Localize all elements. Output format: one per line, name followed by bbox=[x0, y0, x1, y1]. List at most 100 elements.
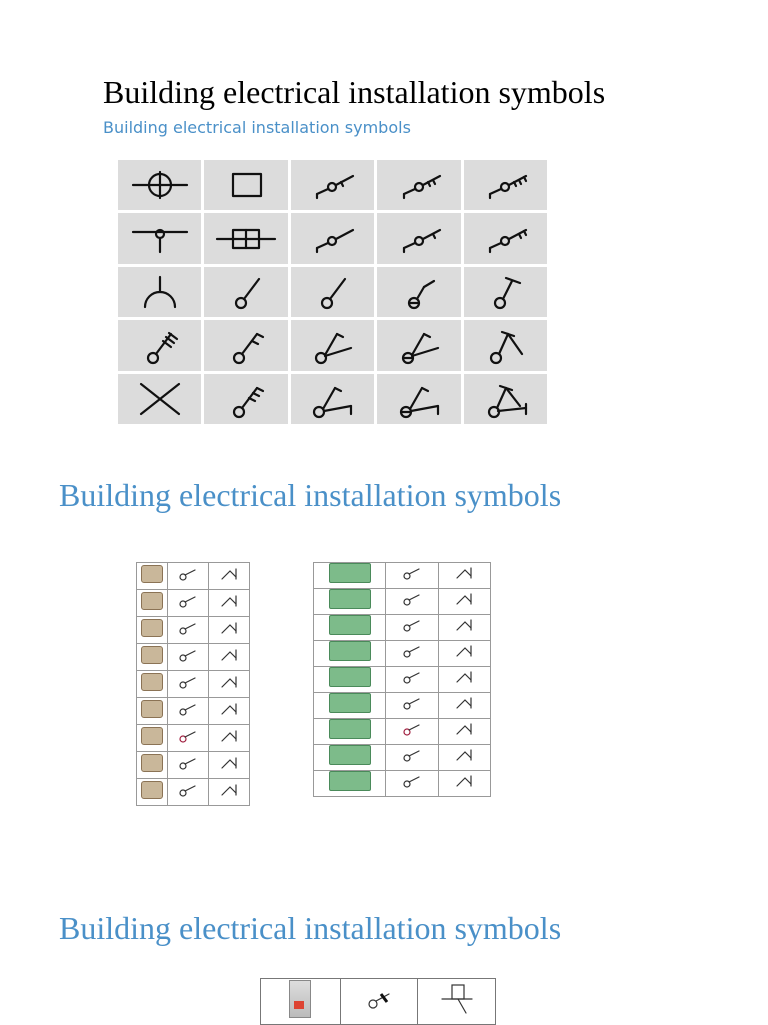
switch-photo-cell bbox=[136, 751, 168, 779]
grid-cell bbox=[118, 373, 202, 424]
wiring-symbol-cell bbox=[437, 770, 492, 797]
switch-symbol-cell bbox=[385, 770, 439, 797]
breaker-table bbox=[260, 978, 496, 1025]
circuit-breaker-image bbox=[289, 980, 311, 1018]
table-row bbox=[136, 589, 251, 617]
switch-photo bbox=[328, 563, 371, 583]
switch-symbol bbox=[179, 784, 196, 797]
wiring-symbol-cell bbox=[437, 718, 492, 745]
table-row bbox=[312, 666, 492, 693]
switch-photo-cell bbox=[136, 616, 168, 644]
wiring-symbol-cell bbox=[207, 643, 251, 671]
table-row bbox=[136, 724, 251, 752]
switch-symbol bbox=[403, 750, 420, 762]
switch-photo-cell bbox=[312, 640, 387, 667]
wiring-symbol bbox=[456, 671, 472, 683]
switch-photo bbox=[140, 618, 163, 637]
switch-symbol-cell bbox=[166, 562, 209, 590]
switch-symbol-cell bbox=[166, 670, 209, 698]
switch-symbol-cell bbox=[166, 751, 209, 779]
wiring-symbol-cell bbox=[207, 751, 251, 779]
switch-symbol-cell bbox=[166, 589, 209, 617]
grid-cell bbox=[290, 320, 375, 371]
switch-symbol bbox=[403, 672, 420, 684]
switch-simple-symbol bbox=[321, 277, 347, 310]
wiring-symbol-cell bbox=[207, 778, 251, 806]
switch-1pole-symbol bbox=[316, 175, 355, 200]
table-row bbox=[136, 616, 251, 644]
switch-symbol bbox=[403, 620, 420, 632]
wiring-symbol-cell bbox=[207, 670, 251, 698]
grid-cell bbox=[118, 266, 202, 318]
switch-symbol bbox=[179, 649, 196, 662]
switch-photo bbox=[328, 641, 371, 661]
switch-symbol bbox=[403, 594, 420, 606]
switch-photo bbox=[328, 719, 371, 739]
switch-symbol bbox=[179, 703, 196, 716]
switch-symbol-cell bbox=[385, 562, 439, 589]
grid-cell bbox=[377, 213, 461, 264]
lamp-circle-cross-symbol bbox=[131, 171, 188, 200]
switch-photo-cell bbox=[136, 724, 168, 752]
table-row bbox=[312, 744, 492, 771]
switch-photo bbox=[140, 645, 163, 664]
switch-symbol-cell bbox=[385, 640, 439, 667]
socket-hatched-symbol bbox=[146, 332, 178, 365]
switch-photo bbox=[140, 591, 163, 610]
grid-cell bbox=[290, 266, 375, 318]
switch-photo bbox=[328, 589, 371, 609]
switch-symbol bbox=[179, 595, 196, 608]
grid-cell bbox=[463, 373, 547, 424]
table-row bbox=[312, 640, 492, 667]
table-row bbox=[312, 562, 492, 589]
switch-1pole-symbol bbox=[316, 228, 355, 253]
switch-photo-cell bbox=[136, 697, 168, 725]
breaker-schematic-symbol bbox=[440, 984, 473, 1014]
grid-cell bbox=[290, 213, 375, 264]
switch-symbol bbox=[403, 568, 420, 580]
switch-two-way-symbol bbox=[315, 333, 353, 365]
switch-photo-cell bbox=[312, 718, 387, 745]
breaker-symbol bbox=[368, 993, 390, 1009]
grid-cell bbox=[463, 213, 547, 264]
switch-multi-symbol bbox=[313, 386, 353, 418]
switch-symbol bbox=[179, 622, 196, 635]
table-cell bbox=[260, 978, 341, 1025]
switch-photo-cell bbox=[136, 670, 168, 698]
grid-cell bbox=[204, 266, 288, 318]
switch-photo-cell bbox=[136, 643, 168, 671]
switch-3pole-symbol bbox=[489, 175, 528, 200]
wiring-symbol bbox=[221, 675, 237, 688]
grid-cell bbox=[290, 373, 375, 424]
table-cell bbox=[339, 978, 419, 1025]
grid-cell bbox=[377, 266, 461, 318]
table-row bbox=[312, 692, 492, 719]
grid-cell bbox=[204, 373, 288, 424]
wiring-symbol bbox=[456, 749, 472, 761]
switch-2pole-symbol bbox=[402, 228, 441, 253]
wiring-symbol bbox=[456, 593, 472, 605]
wiring-symbol bbox=[221, 702, 237, 715]
switch-photo-cell bbox=[312, 666, 387, 693]
wiring-symbol-cell bbox=[207, 724, 251, 752]
page-title: Building electrical installation symbols bbox=[103, 74, 606, 110]
table-row bbox=[312, 718, 492, 745]
symbol-grid bbox=[118, 160, 547, 424]
switch-3pole-symbol bbox=[489, 228, 528, 253]
wiring-symbol bbox=[221, 756, 237, 769]
switch-symbol-cell bbox=[385, 614, 439, 641]
wiring-symbol-cell bbox=[207, 562, 251, 590]
page-subtitle-link[interactable]: Building electrical installation symbols bbox=[103, 118, 411, 137]
section-heading: Building electrical installation symbols bbox=[59, 477, 562, 513]
switch-symbol-cell bbox=[385, 692, 439, 719]
grid-cell bbox=[204, 213, 288, 264]
switch-symbol-cell bbox=[385, 718, 439, 745]
switch-2pole-symbol bbox=[402, 175, 441, 200]
switch-symbol bbox=[403, 724, 420, 736]
switch-symbol-cell bbox=[385, 744, 439, 771]
switch-multi-ip-symbol bbox=[399, 386, 439, 418]
wiring-symbol bbox=[221, 648, 237, 661]
switch-symbol-cell bbox=[166, 616, 209, 644]
switch-photo bbox=[140, 564, 163, 583]
table-row bbox=[136, 697, 251, 725]
